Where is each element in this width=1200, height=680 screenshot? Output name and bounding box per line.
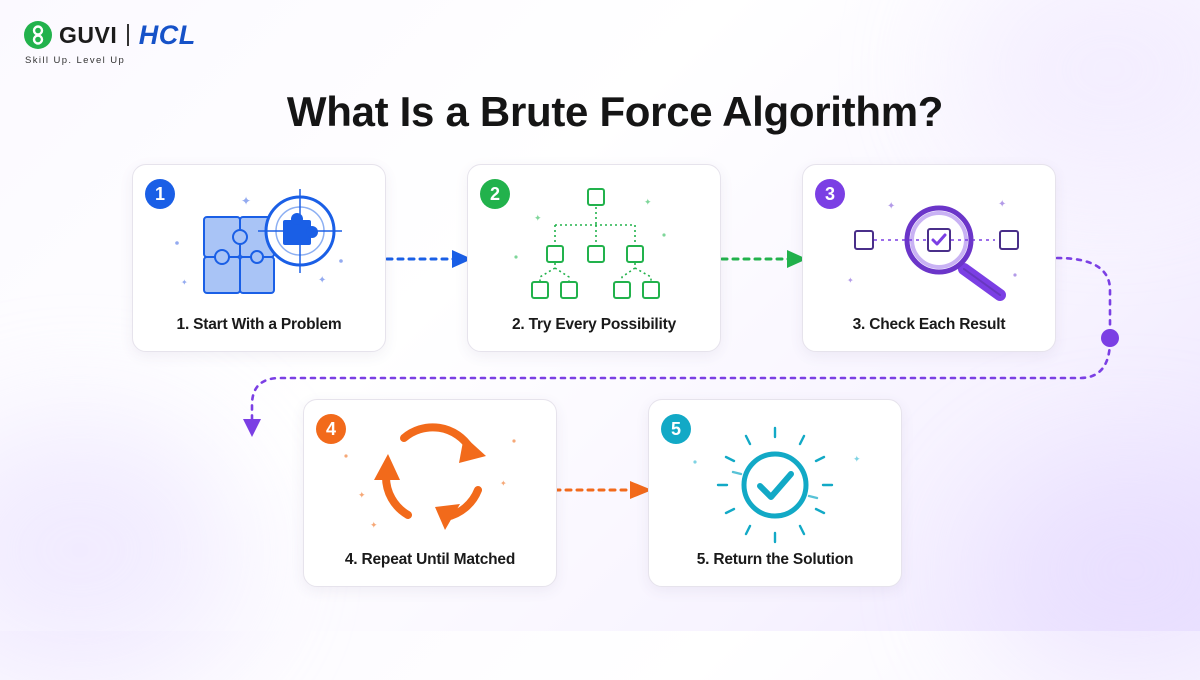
cycle-arrows-icon: ✦ ✦ ✦ <box>344 423 516 531</box>
svg-text:✦: ✦ <box>644 198 652 208</box>
svg-text:✦: ✦ <box>181 278 188 287</box>
step-card-5: 5 ✦ 5. Return the Solution <box>648 399 902 587</box>
brand-divider <box>127 24 129 46</box>
step-number-badge: 4 <box>316 414 346 444</box>
step-label: 4. Repeat Until Matched <box>344 551 516 568</box>
arrow-4-to-5 <box>553 481 652 499</box>
check-circle-icon: ✦ <box>693 426 861 544</box>
arrow-3-to-4 <box>243 256 1119 437</box>
puzzle-target-icon: ✦ ✦ ✦ <box>175 189 343 294</box>
svg-text:✦: ✦ <box>887 201 895 212</box>
svg-text:✦: ✦ <box>370 521 378 531</box>
step-label: 5. Return the Solution <box>696 551 854 568</box>
svg-text:✦: ✦ <box>241 194 251 208</box>
guvi-logo-icon <box>24 21 52 49</box>
tree-branch-icon: ✦ ✦ <box>514 188 666 299</box>
step-card-1: 1 ✦ ✦ ✦ 1. Start With a Problem <box>132 164 386 352</box>
svg-text:✦: ✦ <box>534 214 542 224</box>
hcl-wordmark: HCL <box>138 19 196 50</box>
flow-connectors <box>243 250 1119 499</box>
step-number-badge: 5 <box>661 414 691 444</box>
arrow-1-to-2 <box>385 250 472 268</box>
svg-text:✦: ✦ <box>847 276 854 285</box>
step-number-badge: 1 <box>145 179 175 209</box>
step-card-2: 2 ✦ ✦ 2. Try Every Possibility <box>467 164 721 352</box>
brand-logo: GUVI HCL Skill Up. Level Up <box>24 18 196 66</box>
step-label: 1. Start With a Problem <box>176 316 342 333</box>
step-number-badge: 2 <box>480 179 510 209</box>
guvi-wordmark: GUVI <box>59 21 118 48</box>
step-label: 3. Check Each Result <box>852 316 1006 333</box>
magnifier-check-icon: ✦ ✦ ✦ <box>847 199 1019 301</box>
brand-tagline: Skill Up. Level Up <box>25 55 126 66</box>
page-title: What Is a Brute Force Algorithm? <box>286 88 944 135</box>
svg-text:✦: ✦ <box>358 491 366 501</box>
svg-text:✦: ✦ <box>998 199 1006 210</box>
svg-text:✦: ✦ <box>318 275 326 286</box>
arrow-2-to-3 <box>720 250 807 268</box>
svg-text:✦: ✦ <box>500 479 507 488</box>
step-label: 2. Try Every Possibility <box>511 316 677 333</box>
step-card-4: 4 ✦ ✦ ✦ 4. Repeat Until Matched <box>303 399 557 587</box>
step-card-3: 3 ✦ ✦ ✦ 3. Check Each Result <box>802 164 1056 352</box>
svg-text:✦: ✦ <box>853 455 861 465</box>
step-number-badge: 3 <box>815 179 845 209</box>
